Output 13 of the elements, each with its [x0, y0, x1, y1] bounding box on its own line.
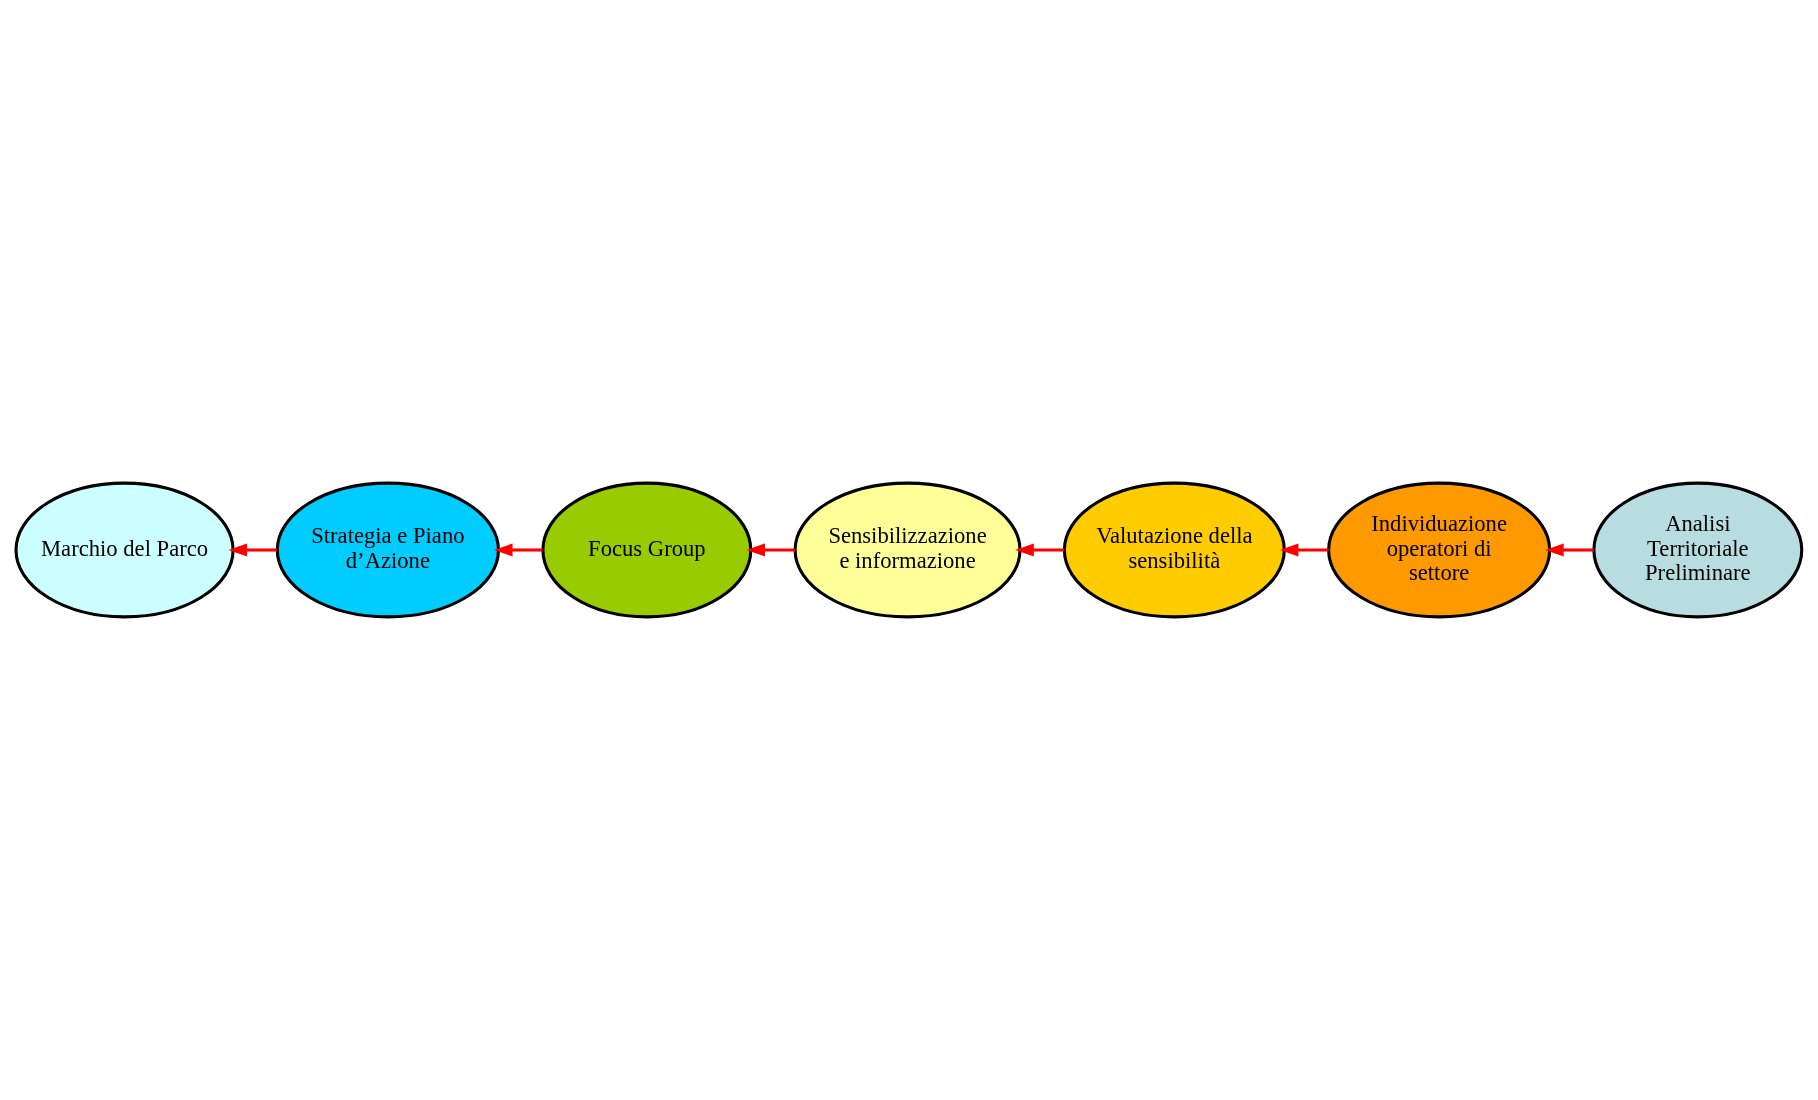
arrow — [494, 543, 543, 557]
arrow — [1015, 543, 1065, 557]
node-ellipse: Individuazione operatori di settore — [1327, 481, 1552, 619]
arrow — [1279, 543, 1329, 557]
node-ellipse: Focus Group — [541, 481, 753, 619]
arrow — [746, 543, 796, 557]
node-ellipse: Marchio del Parco — [14, 481, 235, 619]
node-ellipse: Strategia e Piano d’Azione — [275, 481, 500, 619]
arrow — [228, 543, 277, 557]
node-ellipse: Valutazione della sensibilità — [1062, 481, 1286, 619]
arrow — [1545, 543, 1594, 557]
node-ellipse: Sensibilizzazione e informazione — [793, 481, 1022, 619]
node-ellipse: Analisi Territoriale Preliminare — [1592, 481, 1804, 619]
